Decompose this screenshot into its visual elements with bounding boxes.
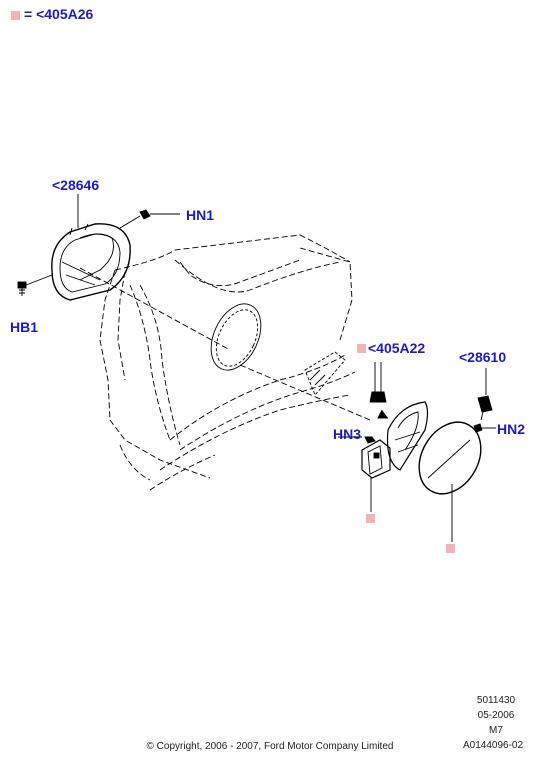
fuel-door-panel	[418, 421, 482, 495]
illustration-id: A0144096-02	[462, 740, 524, 751]
fuel-door-actuator	[473, 368, 496, 433]
issue-date: 05-2006	[477, 710, 515, 721]
legend-marker	[11, 11, 20, 20]
legend-text: = <405A26	[24, 6, 94, 22]
callout-hn2[interactable]: HN2	[497, 421, 526, 437]
callout-hb1[interactable]: HB1	[10, 319, 39, 335]
screw-hb1	[17, 274, 53, 296]
model-code: M7	[489, 725, 503, 736]
callout-hn1[interactable]: HN1	[186, 207, 215, 223]
marker-hinge	[366, 514, 375, 523]
callout-hn3[interactable]: HN3	[333, 426, 362, 442]
marker-door	[446, 544, 455, 553]
copyright: © Copyright, 2006 - 2007, Ford Motor Com…	[146, 741, 394, 752]
marker-405a22	[357, 344, 366, 353]
callout-28610[interactable]: <28610	[459, 349, 507, 365]
clip-405a22	[369, 362, 388, 419]
body-fuel-opening	[210, 303, 262, 371]
callout-28646[interactable]: <28646	[52, 177, 100, 193]
body-panel-outline	[114, 234, 351, 271]
fuel-filler-housing	[51, 223, 131, 301]
hinge-bracket	[338, 436, 391, 479]
clip-hn1	[119, 209, 180, 229]
ref-number: 5011430	[476, 695, 516, 706]
callout-405a22[interactable]: <405A22	[368, 340, 426, 356]
filler-pocket	[386, 401, 429, 471]
